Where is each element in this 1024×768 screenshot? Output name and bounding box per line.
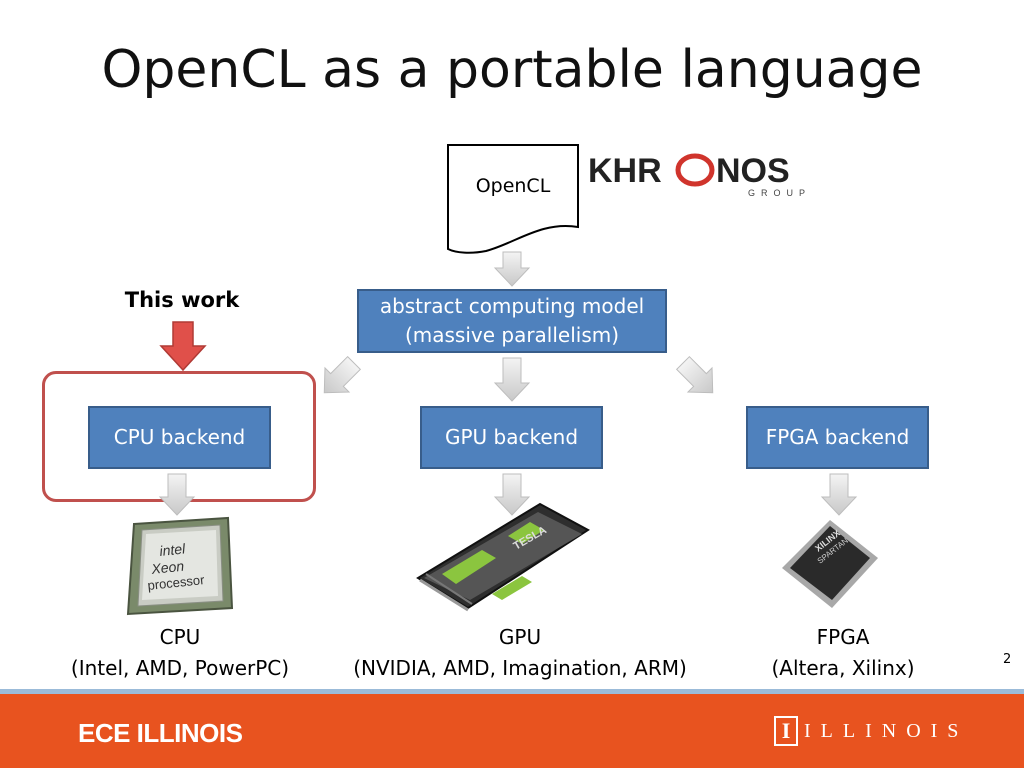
abstract-model-line2: (massive parallelism) bbox=[404, 323, 620, 347]
cpu-chip-type: processor bbox=[147, 572, 206, 593]
khronos-logo-o bbox=[675, 153, 715, 187]
opencl-document-label: OpenCL bbox=[475, 175, 551, 197]
fpga-hardware-name: FPGA bbox=[816, 625, 870, 649]
cpu-hardware-vendors: (Intel, AMD, PowerPC) bbox=[70, 656, 290, 680]
gpu-hardware-label: GPU (NVIDIA, AMD, Imagination, ARM) bbox=[330, 622, 710, 684]
gpu-hardware-vendors: (NVIDIA, AMD, Imagination, ARM) bbox=[353, 656, 687, 680]
gpu-hardware-name: GPU bbox=[498, 625, 542, 649]
slide-title: OpenCL as a portable language bbox=[101, 40, 923, 100]
footer-divider bbox=[0, 689, 1024, 694]
fpga-hardware-label: FPGA (Altera, Xilinx) bbox=[730, 622, 956, 684]
fpga-hardware-vendors: (Altera, Xilinx) bbox=[771, 656, 915, 680]
arrow-opencl-to-model bbox=[493, 251, 531, 287]
khronos-logo: KHR NOS GROUP bbox=[588, 152, 811, 198]
illinois-i-mark-icon: I bbox=[774, 716, 798, 746]
cpu-hardware-name: CPU bbox=[159, 625, 201, 649]
cpu-chip-brand: intel bbox=[159, 540, 187, 559]
cpu-hardware-label: CPU (Intel, AMD, PowerPC) bbox=[30, 622, 330, 684]
arrow-model-to-fpga bbox=[675, 355, 714, 394]
fpga-backend-box: FPGA backend bbox=[746, 406, 929, 469]
fpga-chip-image: XILINX SPARTAN bbox=[782, 520, 878, 608]
khronos-logo-k: KHR bbox=[588, 152, 662, 190]
cpu-backend-box: CPU backend bbox=[88, 406, 271, 469]
footer-bar: ECE ILLINOIS I ILLINOIS bbox=[0, 694, 1024, 768]
cpu-chip-image: intel Xeon processor bbox=[126, 516, 234, 616]
opencl-document-shape bbox=[447, 144, 579, 254]
gpu-backend-box: GPU backend bbox=[420, 406, 603, 469]
illinois-logo: I ILLINOIS bbox=[774, 714, 968, 748]
this-work-label: This work bbox=[124, 288, 240, 312]
cpu-chip-model: Xeon bbox=[150, 558, 185, 577]
arrow-model-to-cpu bbox=[323, 355, 362, 394]
ece-illinois-logo: ECE ILLINOIS bbox=[78, 718, 243, 748]
arrow-fpga-backend-to-fpga bbox=[820, 473, 858, 516]
khronos-group-text: GROUP bbox=[748, 188, 811, 198]
abstract-computing-model-box: abstract computing model (massive parall… bbox=[357, 289, 667, 353]
page-number: 2 bbox=[1003, 652, 1012, 667]
arrow-model-to-gpu bbox=[493, 357, 531, 402]
abstract-model-line1: abstract computing model bbox=[379, 294, 645, 318]
gpu-card-image: TESLA bbox=[416, 502, 590, 612]
khronos-logo-nos: NOS bbox=[716, 152, 790, 190]
this-work-arrow bbox=[159, 321, 207, 372]
illinois-wordmark: ILLINOIS bbox=[804, 719, 969, 742]
